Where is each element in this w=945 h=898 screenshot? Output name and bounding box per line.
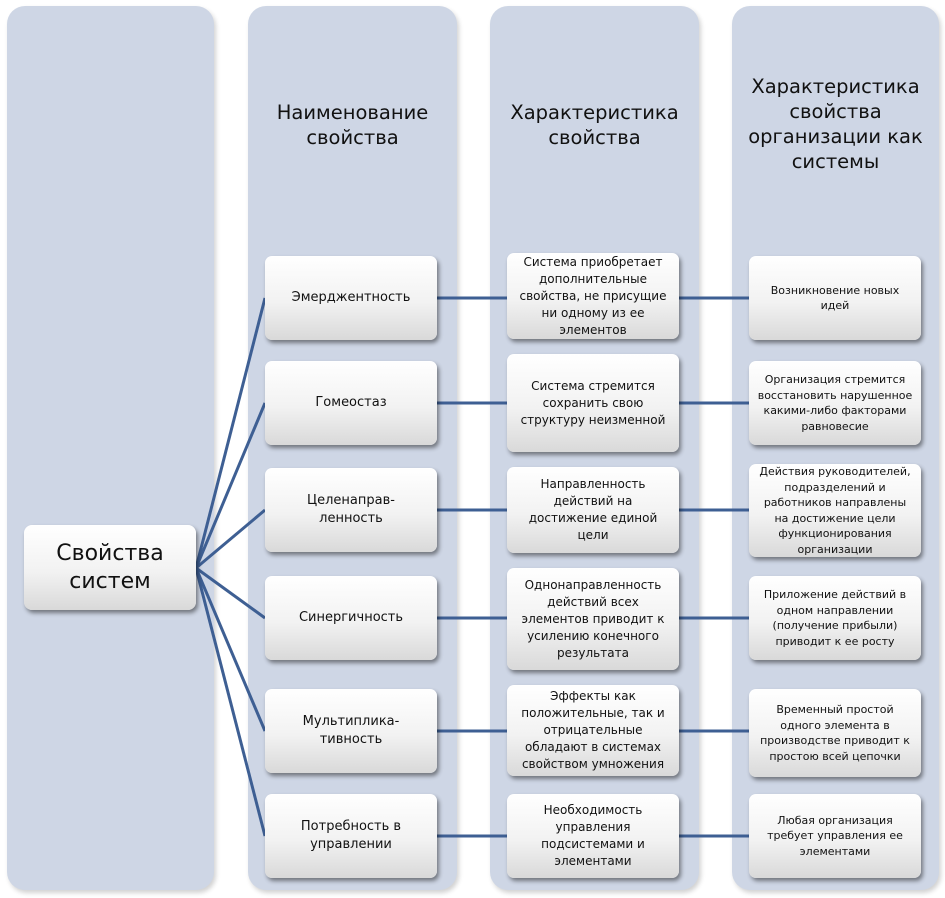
property-characteristic-box: Однонаправленность действий всех элемент… xyxy=(507,568,679,670)
root-column xyxy=(7,6,214,890)
characteristic-column-header: Характеристика свойства xyxy=(510,101,679,149)
property-characteristic-box: Необходимость управления подсистемами и … xyxy=(507,794,679,878)
organization-characteristic-box: Приложение действий в одном направлении … xyxy=(749,576,921,660)
property-characteristic-box: Эффекты как положительные, так и отрицат… xyxy=(507,685,679,776)
property-characteristic-box: Система стремится сохранить свою структу… xyxy=(507,354,679,452)
name-column-header: Наименование свойства xyxy=(276,101,429,149)
organization-characteristic-box: Действия руководителей, подразделений и … xyxy=(749,464,921,557)
property-name-box: Гомеостаз xyxy=(265,361,437,445)
organization-column-header: Характеристика свойства организации как … xyxy=(748,75,923,173)
property-name-box: Целенаправ- ленность xyxy=(265,468,437,552)
property-characteristic-box: Система приобретает дополнительные свойс… xyxy=(507,253,679,339)
root-node: Свойства систем xyxy=(24,525,196,610)
organization-characteristic-box: Возникновение новых идей xyxy=(749,256,921,340)
organization-characteristic-box: Любая организация требует управления ее … xyxy=(749,794,921,878)
property-name-box: Мультиплика- тивность xyxy=(265,689,437,773)
property-name-box: Эмерджентность xyxy=(265,256,437,340)
organization-characteristic-box: Организация стремится восстановить наруш… xyxy=(749,361,921,445)
property-name-box: Потребность в управлении xyxy=(265,794,437,878)
property-characteristic-box: Направленность действий на достижение ед… xyxy=(507,467,679,553)
organization-characteristic-box: Временный простой одного элемента в прои… xyxy=(749,689,921,777)
property-name-box: Синергичность xyxy=(265,576,437,660)
